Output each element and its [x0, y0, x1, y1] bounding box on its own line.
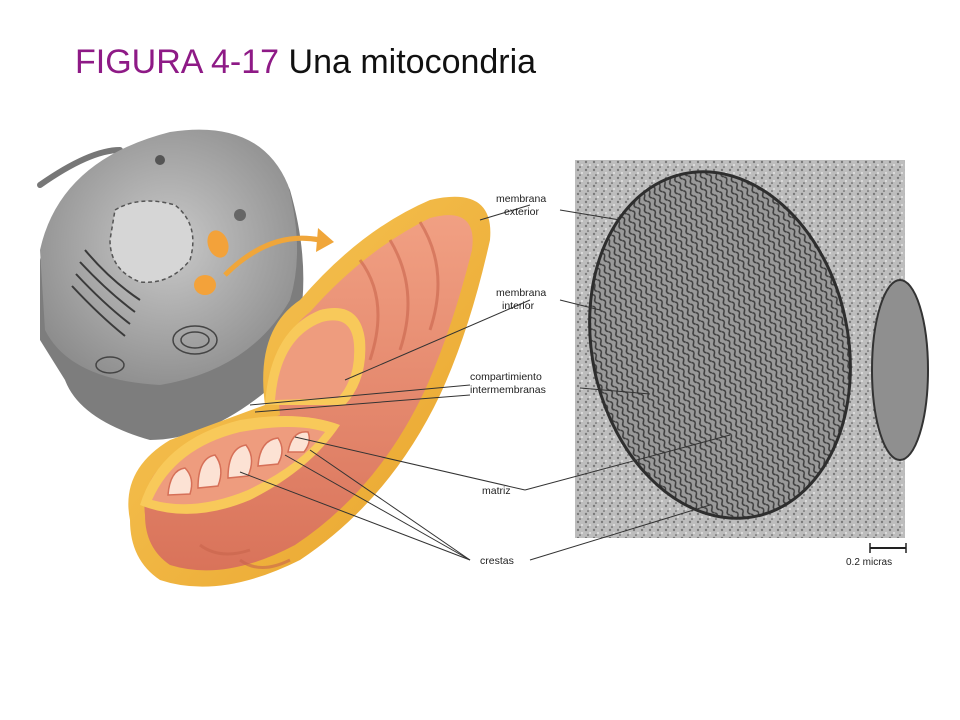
mitochondrion-cutaway [128, 196, 491, 587]
label-intermembrane-2: intermembranas [470, 384, 546, 396]
scale-bar-label: 0.2 micras [846, 557, 892, 568]
label-outer-membrane-1: membrana [496, 193, 546, 205]
label-intermembrane-1: compartimiento [470, 371, 542, 383]
figure-caption: Una mitocondria [288, 43, 537, 81]
label-inner-membrane-1: membrana [496, 287, 546, 299]
figure-title: FIGURA 4-17 Una mitocondria [75, 40, 536, 84]
scale-bar: 0.2 micras [846, 543, 907, 568]
label-inner-membrane-2: interior [502, 300, 535, 312]
figure-number: FIGURA 4-17 [75, 43, 280, 81]
electron-micrograph [575, 160, 929, 538]
leader-lines [239, 204, 731, 561]
label-cristae: crestas [480, 555, 514, 567]
label-matrix: matriz [482, 485, 511, 497]
animal-cell-illustration [37, 129, 334, 440]
label-outer-membrane-2: exterior [504, 206, 540, 218]
